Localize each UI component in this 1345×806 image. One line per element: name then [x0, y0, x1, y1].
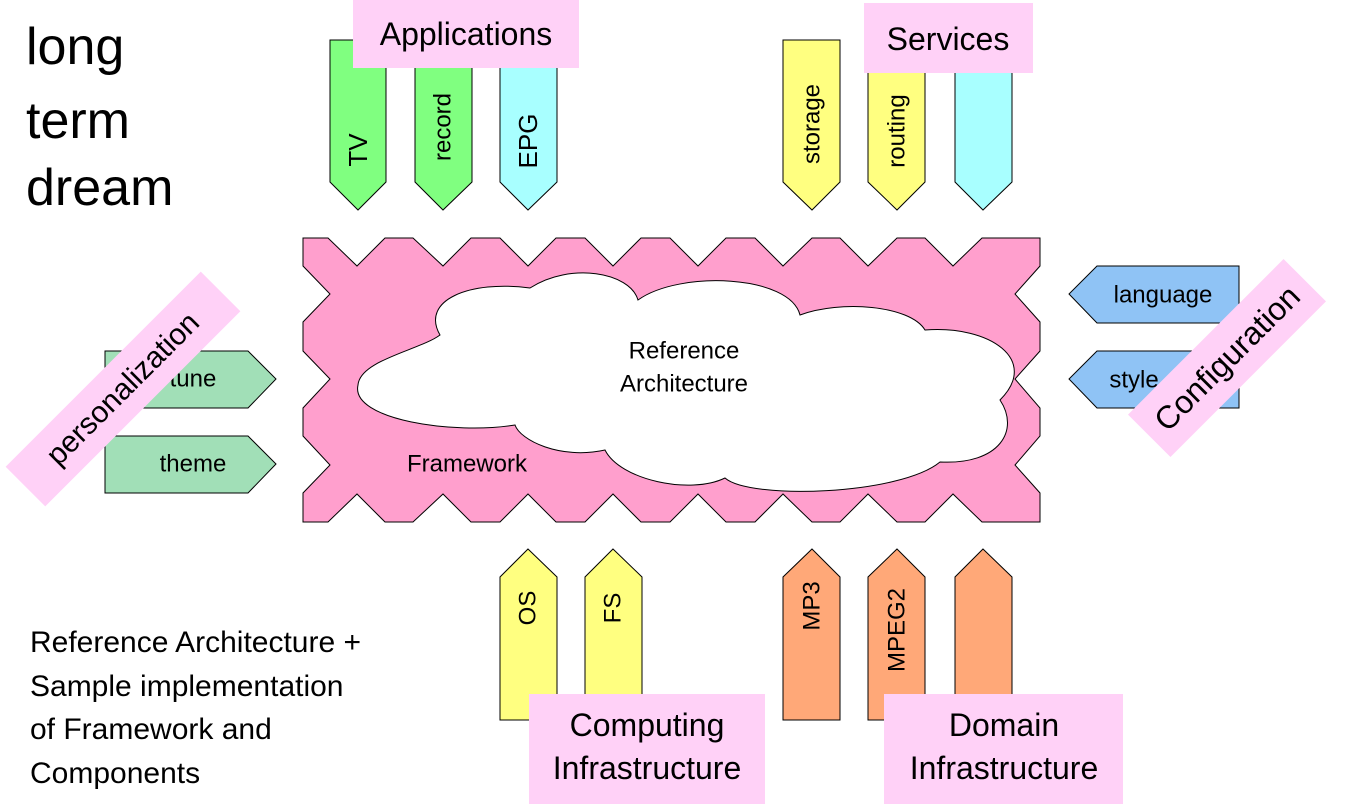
caption-line-2: Sample implementation: [30, 670, 344, 703]
style-label: style: [1109, 367, 1158, 394]
storage-tab: [782, 39, 841, 211]
caption-line-1: Reference Architecture +: [30, 626, 362, 659]
language-tab: [1068, 265, 1240, 324]
routing-label: routing: [884, 94, 911, 167]
fs-label: FS: [600, 593, 627, 624]
record-label: record: [430, 93, 457, 161]
title-line-3: dream: [26, 159, 174, 217]
title-line-2: term: [26, 92, 130, 150]
computing-infrastructure-label-line2: Infrastructure: [553, 750, 742, 786]
epg-label: EPG: [513, 114, 543, 169]
title-line-1: long: [26, 18, 125, 76]
caption-line-4: Components: [30, 757, 201, 790]
computing-infrastructure-label-box: [529, 694, 765, 804]
theme-label: theme: [160, 451, 227, 478]
reference-architecture-label-line2: Architecture: [620, 371, 748, 398]
personalization-label-box: [5, 271, 241, 507]
storage-label: storage: [799, 84, 826, 164]
configuration-label-box: [1128, 259, 1326, 457]
language-label: language: [1114, 282, 1213, 309]
computing-infrastructure-label-line1: Computing: [570, 707, 725, 743]
domain-infrastructure-label-box: [884, 694, 1123, 804]
reference-architecture-cloud: [357, 272, 1015, 492]
theme-tab: [104, 435, 277, 494]
domain-infrastructure-label-line2: Infrastructure: [910, 750, 1099, 786]
tv-label: TV: [343, 133, 373, 167]
reference-architecture-label-line1: Reference: [629, 338, 740, 365]
mpeg2-label: MPEG2: [884, 588, 911, 672]
applications-label: Applications: [380, 16, 553, 52]
applications-label-box: [353, 0, 579, 68]
services-label-box: [864, 3, 1033, 73]
caption-line-3: of Framework and: [30, 713, 272, 746]
services-label: Services: [887, 21, 1010, 57]
framework-label: Framework: [407, 451, 528, 478]
domain-infrastructure-label-line1: Domain: [949, 707, 1059, 743]
mp3-label: MP3: [799, 581, 826, 630]
os-label: OS: [515, 591, 542, 626]
mp3-tab: [782, 548, 841, 721]
os-tab: [499, 548, 558, 721]
